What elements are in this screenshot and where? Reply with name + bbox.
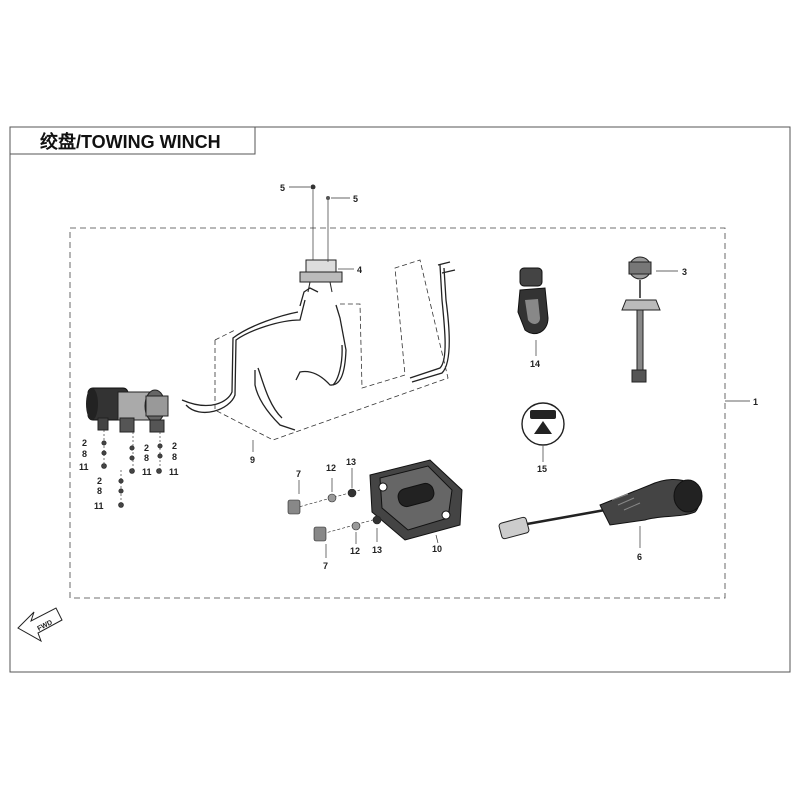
callout-14: 14 (530, 359, 540, 369)
callout-8: 8 (144, 453, 149, 463)
callout-7: 7 (323, 561, 328, 571)
callout-5: 5 (280, 183, 285, 193)
callout-12: 12 (326, 463, 336, 473)
callout-13: 13 (372, 545, 382, 555)
callout-1: 1 (753, 397, 758, 407)
cable-stop-icon (621, 256, 661, 383)
fwd-arrow-icon: FWD (17, 607, 63, 643)
callout-11: 11 (79, 462, 89, 472)
relay-icon (299, 259, 343, 293)
fairlead-icon (369, 459, 463, 541)
callout-leaders (252, 186, 678, 558)
callout-12: 12 (350, 546, 360, 556)
callout-8: 8 (82, 449, 87, 459)
winch-hook-icon (517, 267, 549, 334)
callout-2: 2 (172, 441, 177, 451)
callout-15: 15 (537, 464, 547, 474)
diagram-frame (9, 126, 791, 673)
warning-label-icon (521, 402, 565, 446)
callout-2: 2 (144, 443, 149, 453)
screw-icon (310, 184, 330, 262)
callout-5: 5 (353, 194, 358, 204)
callout-4: 4 (357, 265, 362, 275)
winch-motor-icon (86, 387, 169, 433)
callout-11: 11 (94, 501, 104, 511)
callout-2: 2 (82, 438, 87, 448)
callout-6: 6 (637, 552, 642, 562)
callout-13: 13 (346, 457, 356, 467)
callout-3: 3 (682, 267, 687, 277)
callout-8: 8 (172, 452, 177, 462)
assembly-boundary (69, 227, 726, 599)
callout-10: 10 (432, 544, 442, 554)
title-box (9, 126, 256, 155)
fastener-set (287, 488, 382, 542)
callout-2: 2 (97, 476, 102, 486)
callout-11: 11 (142, 467, 152, 477)
callout-11: 11 (169, 467, 179, 477)
harness-routing (214, 329, 236, 341)
page-title: 绞盘/TOWING WINCH (40, 131, 221, 152)
callout-8: 8 (97, 486, 102, 496)
bolt-stack (101, 430, 163, 508)
callout-7: 7 (296, 469, 301, 479)
callout-labels: 1 3 4 5 5 6 7 7 9 10 12 12 13 13 14 15 2… (79, 183, 758, 571)
callout-9: 9 (250, 455, 255, 465)
remote-control-icon (498, 479, 703, 540)
wiring-harness (181, 261, 456, 431)
